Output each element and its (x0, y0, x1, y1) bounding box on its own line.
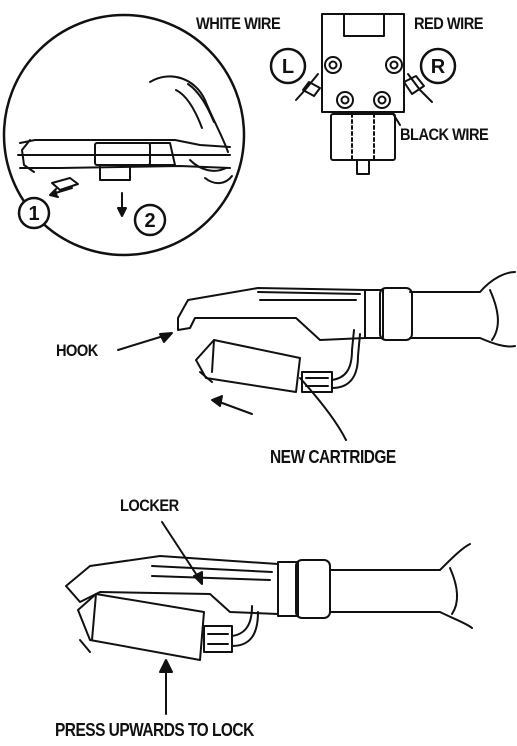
step-marker-2 (133, 203, 167, 237)
new-cartridge-label: NEW CARTRIDGE (270, 447, 396, 467)
red-wire-label: RED WIRE (414, 14, 483, 33)
left-channel-marker (269, 47, 307, 85)
white-wire-label: WHITE WIRE (196, 14, 281, 33)
step-1-text: 1 (28, 203, 39, 225)
install-cartridge-panel (117, 271, 516, 441)
zoom-detail-panel (2, 13, 246, 257)
hook-label: HOOK (56, 341, 98, 360)
locker-label: LOCKER (120, 496, 179, 515)
step-2-text: 2 (144, 210, 155, 232)
right-channel-marker (419, 47, 457, 85)
black-wire-label: BLACK WIRE (400, 125, 489, 144)
cartridge-wiring-panel (269, 13, 457, 175)
left-channel-text: L (282, 56, 294, 78)
right-channel-text: R (431, 56, 446, 78)
step-marker-1 (17, 196, 51, 230)
press-upwards-label: PRESS UPWARDS TO LOCK (55, 720, 254, 740)
lock-cartridge-panel (65, 521, 473, 715)
